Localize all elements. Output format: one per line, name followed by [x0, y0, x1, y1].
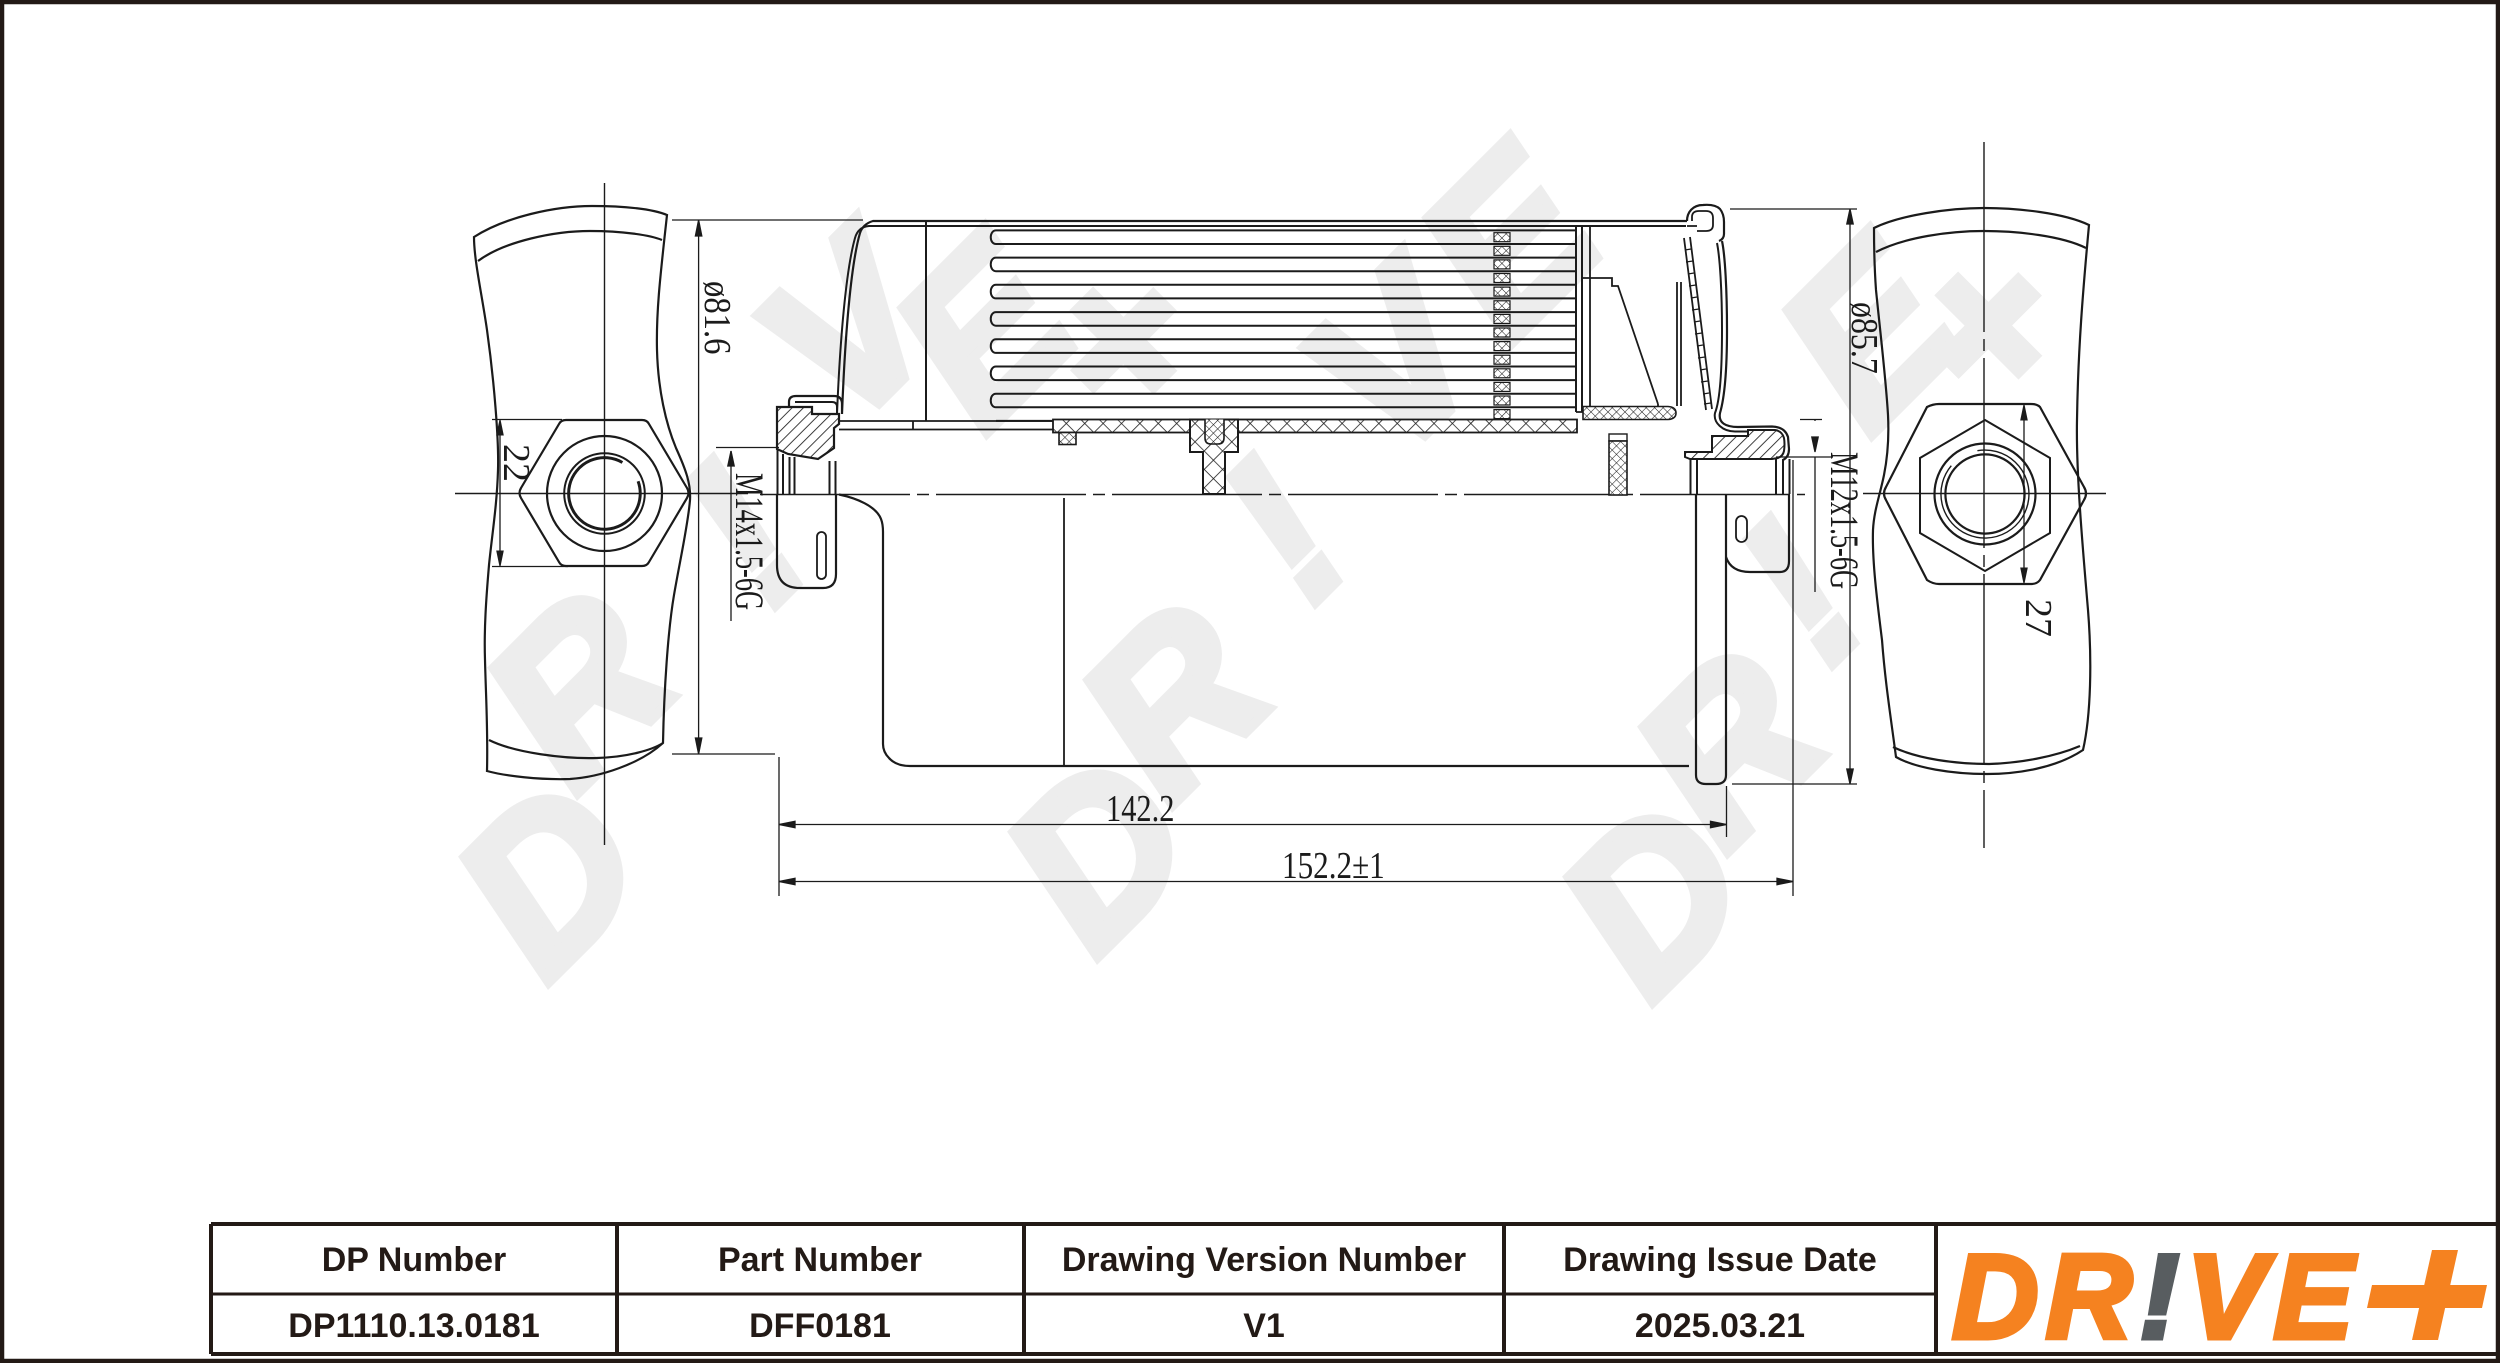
svg-text:M14x1.5-6G: M14x1.5-6G: [727, 473, 771, 610]
svg-text:DR!VE: DR!VE: [1952, 1230, 2360, 1363]
svg-text:M12x1.5-6G: M12x1.5-6G: [1822, 452, 1866, 589]
svg-text:2025.03.21: 2025.03.21: [1635, 1307, 1805, 1345]
svg-text:V1: V1: [1243, 1307, 1285, 1345]
svg-text:DP Number: DP Number: [322, 1241, 507, 1279]
svg-text:Part Number: Part Number: [718, 1241, 922, 1279]
svg-text:Drawing Issue Date: Drawing Issue Date: [1563, 1241, 1877, 1279]
svg-text:142.2: 142.2: [1106, 788, 1174, 830]
svg-text:ø81.6: ø81.6: [696, 281, 739, 354]
svg-text:DP1110.13.0181: DP1110.13.0181: [288, 1307, 539, 1345]
svg-text:152.2±1: 152.2±1: [1282, 844, 1385, 887]
svg-text:ø85.7: ø85.7: [1843, 302, 1885, 374]
svg-text:27: 27: [2017, 599, 2059, 637]
svg-text:22: 22: [495, 444, 537, 482]
svg-text:Drawing Version Number: Drawing Version Number: [1062, 1241, 1466, 1279]
svg-text:DFF0181: DFF0181: [749, 1307, 891, 1345]
